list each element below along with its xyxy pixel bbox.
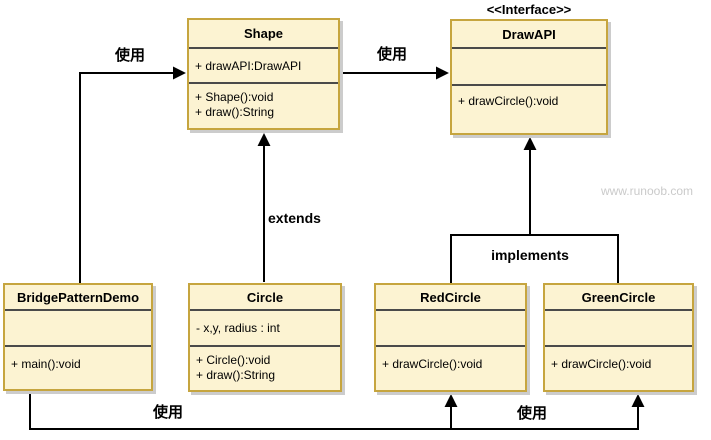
attribute: - x,y, radius : int [196, 321, 280, 335]
class-box-drawapi: DrawAPI + drawCircle():void [450, 19, 608, 135]
method: + Shape():void [195, 90, 274, 104]
arrow-demo-to-greencircle [29, 391, 645, 430]
method: + draw():String [196, 368, 276, 382]
method: + drawCircle():void [382, 357, 483, 371]
arrow-demo-to-shape [79, 66, 186, 283]
interface-stereotype: <<Interface>> [486, 2, 572, 17]
method: + drawCircle():void [551, 357, 652, 371]
class-attributes [5, 311, 151, 347]
class-attributes: - x,y, radius : int [190, 311, 340, 347]
implements-bus-line [450, 234, 619, 283]
class-attributes [545, 311, 692, 347]
class-title: RedCircle [376, 285, 525, 311]
edge-label-use-demo-greencircle: 使用 [516, 405, 547, 422]
class-attributes [376, 311, 525, 347]
class-box-greencircle: GreenCircle + drawCircle():void [543, 283, 694, 392]
class-methods: + drawCircle():void [452, 86, 606, 109]
class-title: Circle [190, 285, 340, 311]
method: + Circle():void [196, 353, 271, 367]
class-title: BridgePatternDemo [5, 285, 151, 311]
class-methods: + Shape():void + draw():String [189, 84, 338, 120]
edge-label-extends: extends [268, 210, 321, 226]
class-methods: + Circle():void + draw():String [190, 347, 340, 383]
watermark-text: www.runoob.com [600, 184, 694, 198]
class-box-bridgepatterndemo: BridgePatternDemo + main():void [3, 283, 153, 391]
class-attributes: + drawAPI:DrawAPI [189, 49, 338, 84]
class-title: GreenCircle [545, 285, 692, 311]
attribute: + drawAPI:DrawAPI [195, 58, 302, 73]
class-box-shape: Shape + drawAPI:DrawAPI + Shape():void +… [187, 18, 340, 130]
edge-label-use-demo-redcircle: 使用 [152, 404, 183, 421]
class-methods: + drawCircle():void [376, 347, 525, 372]
class-attributes [452, 49, 606, 86]
method: + drawCircle():void [458, 94, 559, 108]
edge-label-use-shape-drawapi: 使用 [376, 46, 407, 63]
class-title: Shape [189, 20, 338, 49]
class-box-circle: Circle - x,y, radius : int + Circle():vo… [188, 283, 342, 392]
class-title: DrawAPI [452, 21, 606, 49]
method: + main():void [11, 357, 81, 371]
edge-label-implements: implements [491, 247, 569, 263]
edge-label-use-demo-shape: 使用 [114, 47, 145, 64]
class-box-redcircle: RedCircle + drawCircle():void [374, 283, 527, 392]
class-methods: + main():void [5, 347, 151, 372]
class-methods: + drawCircle():void [545, 347, 692, 372]
method: + draw():String [195, 105, 275, 119]
